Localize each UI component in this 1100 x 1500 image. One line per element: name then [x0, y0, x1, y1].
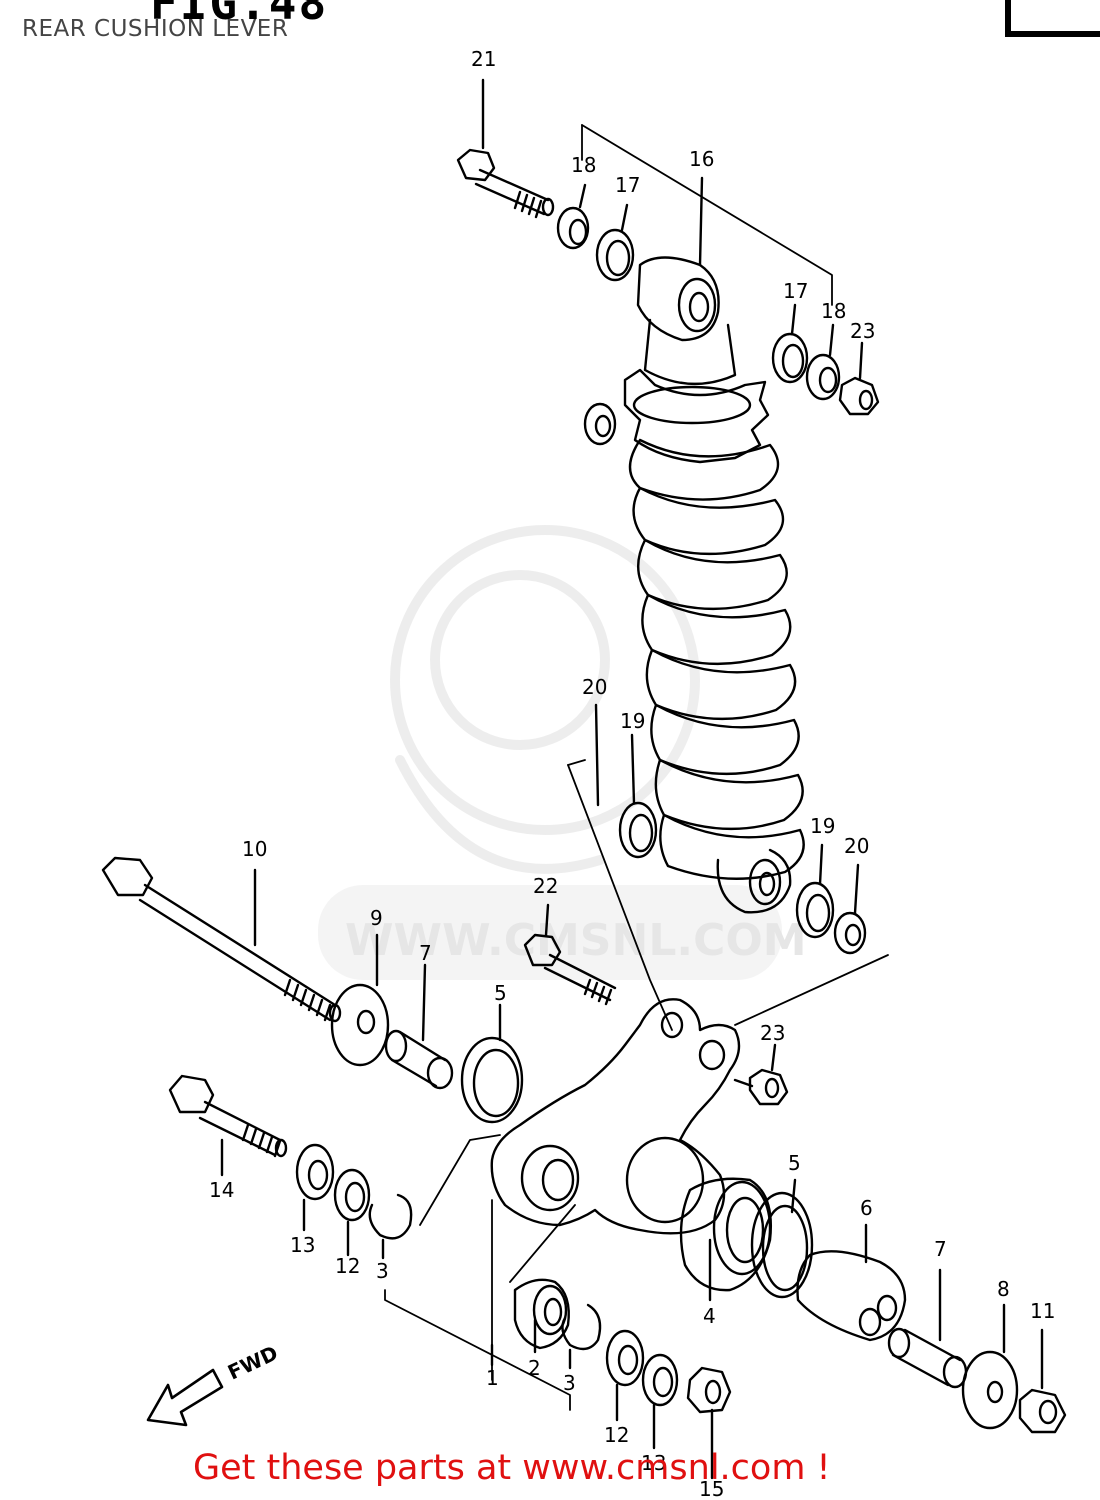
watermark-logo	[318, 525, 782, 980]
callout-5a: 5	[494, 981, 507, 1005]
figure-title: FIG.48	[150, 0, 329, 30]
bolt-10	[101, 856, 342, 1023]
forward-arrow-icon	[146, 1368, 224, 1427]
washer-20-left	[583, 402, 617, 446]
callout-22: 22	[533, 874, 558, 898]
callout-9: 9	[370, 906, 383, 930]
leader-17a	[620, 203, 629, 232]
callout-15: 15	[699, 1477, 724, 1500]
nut-15	[686, 1366, 732, 1414]
callout-14: 14	[209, 1178, 234, 1202]
collar-18-top	[556, 206, 590, 250]
circlip-3-right	[561, 1303, 602, 1351]
seal-19-left	[618, 801, 658, 859]
shock-absorber-16	[623, 256, 805, 914]
callout-21: 21	[471, 47, 496, 71]
washer-12-left	[333, 1168, 371, 1222]
callout-numbers: 21 18 17 16 17 18 23 20 19 19 20 10 9 7 …	[209, 47, 1055, 1500]
nut-23-bottom	[748, 1068, 789, 1106]
leader-20a	[594, 703, 600, 807]
bolt-14	[168, 1074, 288, 1158]
bearing-4	[679, 1177, 772, 1292]
callout-7b: 7	[934, 1237, 947, 1261]
callout-6: 6	[860, 1196, 873, 1220]
callout-8: 8	[997, 1277, 1010, 1301]
callout-3a: 3	[376, 1259, 389, 1283]
nut-23-top	[838, 376, 880, 416]
callout-18a: 18	[571, 153, 596, 177]
bushing-7-right	[887, 1327, 968, 1389]
leader-23b	[770, 1043, 777, 1072]
collar-18-right	[805, 353, 841, 401]
cushion-lever-1	[490, 998, 741, 1235]
callout-20b: 20	[844, 834, 869, 858]
callout-12a: 12	[335, 1254, 360, 1278]
nut-11	[1018, 1388, 1067, 1434]
footer-advert: Get these parts at www.cmsnl.com !	[193, 1448, 831, 1488]
leader-17b	[790, 303, 797, 336]
bushing-7-left	[384, 1029, 454, 1090]
bolt-21	[456, 148, 555, 219]
callout-18b: 18	[821, 299, 846, 323]
leader-5b	[790, 1178, 797, 1214]
spacer-6	[796, 1250, 907, 1342]
callout-20a: 20	[582, 675, 607, 699]
leader-18a	[578, 183, 587, 209]
seal-5-left	[460, 1036, 524, 1124]
leader-23a	[858, 341, 864, 380]
callout-10: 10	[242, 837, 267, 861]
diagram-subtitle: REAR CUSHION LEVER	[22, 16, 289, 42]
watermark-text: WWW.CMSNL.COM	[345, 915, 807, 966]
callout-3b: 3	[563, 1371, 576, 1395]
seal-19-right	[795, 881, 835, 939]
callout-7a: 7	[419, 941, 432, 965]
callout-19a: 19	[620, 709, 645, 733]
callout-13a: 13	[290, 1233, 315, 1257]
washer-12-right	[605, 1329, 645, 1387]
seal-17-top	[595, 228, 635, 282]
callout-4: 4	[703, 1304, 716, 1328]
bolt-22	[523, 933, 617, 1006]
leader-20b	[853, 863, 860, 915]
callout-5b: 5	[788, 1151, 801, 1175]
figure-corner-marker	[1005, 0, 1100, 37]
leader-22	[544, 903, 550, 937]
bearing-2	[513, 1278, 570, 1350]
leader-19a	[630, 733, 636, 805]
washer-20-right	[833, 911, 867, 955]
reference-lines	[384, 124, 889, 1411]
seal-17-right	[771, 332, 809, 384]
callout-17b: 17	[783, 279, 808, 303]
washer-13-left	[295, 1143, 335, 1201]
washer-9	[330, 983, 390, 1067]
callout-16: 16	[689, 147, 714, 171]
callout-11: 11	[1030, 1299, 1055, 1323]
forward-direction-label: FWD	[224, 1341, 282, 1385]
washer-8	[961, 1350, 1019, 1430]
callout-19b: 19	[810, 814, 835, 838]
leader-19b	[818, 843, 824, 886]
bolt-stub	[733, 1078, 754, 1088]
seal-5-right	[750, 1191, 814, 1299]
callout-23b: 23	[760, 1021, 785, 1045]
leader-18b	[828, 323, 835, 357]
callout-13b: 13	[641, 1451, 666, 1475]
callout-1: 1	[486, 1366, 499, 1390]
callout-17a: 17	[615, 173, 640, 197]
callout-2: 2	[528, 1356, 541, 1380]
circlip-3-left	[368, 1193, 413, 1240]
leader-16	[698, 176, 704, 267]
callout-12b: 12	[604, 1423, 629, 1447]
leader-7a	[421, 963, 427, 1042]
callout-23a: 23	[850, 319, 875, 343]
washer-13-right	[641, 1353, 679, 1407]
